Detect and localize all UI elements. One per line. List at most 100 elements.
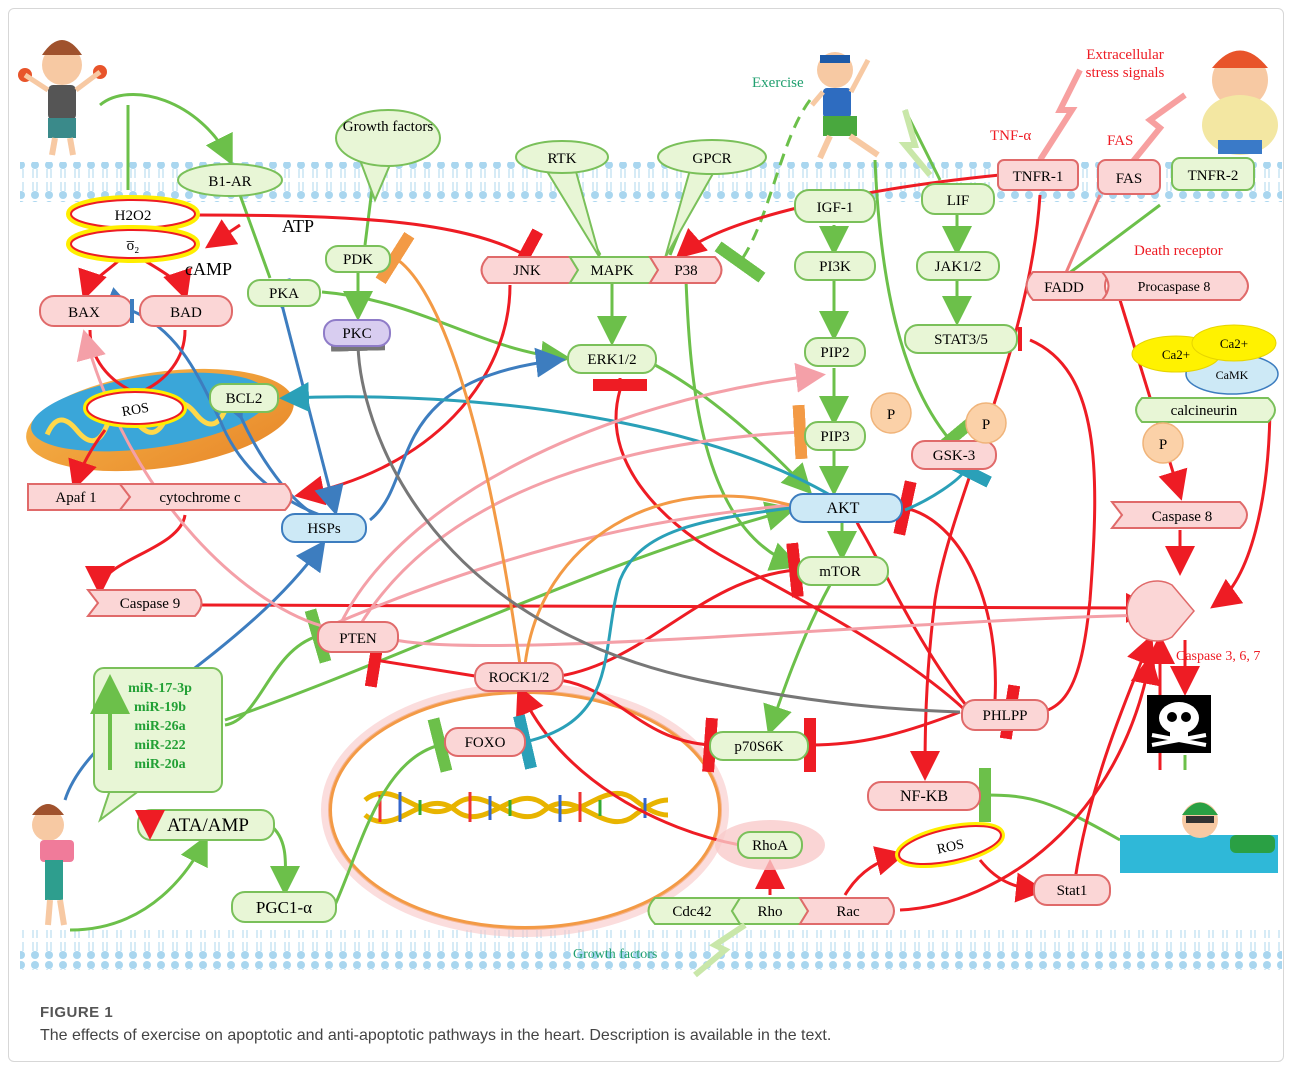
node-rac: Rac (798, 897, 895, 925)
node-p-c: P (1142, 422, 1184, 464)
mirna-2: miR-26a (134, 719, 185, 734)
svg-text:FOXO: FOXO (465, 735, 506, 751)
node-gpcr: GPCR (657, 139, 767, 259)
lightning-icon (693, 922, 747, 978)
svg-text:cytochrome c: cytochrome c (159, 490, 241, 506)
svg-text:BAD: BAD (170, 305, 202, 321)
node-lif: LIF (921, 183, 995, 215)
svg-text:Ca2+: Ca2+ (1220, 336, 1248, 351)
svg-text:mTOR: mTOR (819, 564, 860, 580)
node-tnfr1: TNFR-1 (997, 159, 1079, 191)
node-tnfr2: TNFR-2 (1171, 157, 1255, 191)
svg-text:FAS: FAS (1116, 171, 1142, 187)
svg-text:AKT: AKT (827, 500, 860, 517)
svg-text:Rho: Rho (757, 904, 782, 920)
node-pi3k: PI3K (794, 251, 876, 281)
node-bax: BAX (39, 295, 133, 327)
node-procaspase8: Procaspase 8 (1099, 271, 1249, 301)
node-caspase367: Caspase 3, 6, 7 (1126, 580, 1260, 664)
svg-text:JAK1/2: JAK1/2 (935, 259, 982, 275)
label-exercise: Exercise (752, 75, 804, 91)
node-b1ar: B1-AR (177, 163, 283, 197)
overweight-person-icon (1202, 50, 1278, 155)
node-cytc: cytochrome c (117, 483, 293, 511)
node-ata-amp: ATA/AMP (135, 809, 275, 841)
mirna-callout: miR-17-3p miR-19b miR-26a miR-222 miR-20… (90, 667, 223, 823)
node-p38: P38 (648, 256, 723, 284)
label-death-receptor: Death receptor (1134, 243, 1223, 259)
svg-text:ERK1/2: ERK1/2 (587, 352, 636, 368)
node-pten: PTEN (317, 621, 399, 653)
label-caspase367: Caspase 3, 6, 7 (1176, 649, 1260, 664)
node-ros-mito: ROS (83, 388, 187, 428)
stretching-person-icon (810, 52, 880, 160)
svg-text:TNFR-2: TNFR-2 (1188, 168, 1239, 184)
dumbbell-person-icon (18, 40, 107, 156)
svg-text:RTK: RTK (547, 151, 576, 167)
svg-text:ROS: ROS (936, 837, 966, 857)
node-gsk3: GSK-3 (911, 440, 997, 470)
node-casp9: Caspase 9 (85, 589, 203, 617)
node-pip3: PIP3 (804, 421, 866, 451)
label-o2: o̅₂ (126, 238, 139, 254)
svg-text:Ca2+: Ca2+ (1162, 347, 1190, 362)
node-jnk: JNK (480, 256, 580, 284)
svg-text:Caspase 8: Caspase 8 (1152, 509, 1212, 525)
node-growth-factors-top: Growth factors (335, 109, 441, 203)
node-phlpp: PHLPP (961, 699, 1049, 731)
nucleus-oval (328, 690, 722, 930)
node-igf1: IGF-1 (794, 189, 876, 223)
label-growth-factors-bottom: Growth factors (573, 947, 657, 962)
svg-text:STAT3/5: STAT3/5 (934, 332, 988, 348)
svg-text:p70S6K: p70S6K (734, 739, 783, 755)
node-calcineurin: calcineurin (1135, 397, 1276, 423)
svg-text:P: P (887, 407, 895, 423)
node-rock: ROCK1/2 (474, 662, 564, 692)
node-jak: JAK1/2 (916, 251, 1000, 281)
svg-text:P: P (1159, 437, 1167, 453)
mirna-0: miR-17-3p (128, 681, 192, 696)
node-fas: FAS (1097, 159, 1161, 195)
label-atp: ATP (282, 216, 314, 236)
label-fas-signal: FAS (1107, 133, 1133, 149)
node-p70s6k: p70S6K (709, 731, 809, 761)
svg-text:PHLPP: PHLPP (982, 708, 1027, 724)
svg-text:Caspase 9: Caspase 9 (120, 596, 180, 612)
svg-text:GSK-3: GSK-3 (933, 448, 976, 464)
lightning-icon (1037, 68, 1083, 162)
label-extracellular: Extracellular stress signals (1085, 47, 1165, 81)
node-akt: AKT (789, 493, 903, 523)
pathway-diagram: B1-AR H2O2 o̅₂ ATP cAMP BAX BAD PKA Grow… (18, 40, 1282, 978)
node-p-a: P (870, 392, 912, 434)
node-pip2: PIP2 (804, 337, 866, 367)
svg-text:ROS: ROS (121, 401, 150, 421)
node-erk: ERK1/2 (567, 344, 657, 374)
lightning-icon (1127, 92, 1187, 167)
node-bad: BAD (139, 295, 233, 327)
svg-text:FADD: FADD (1044, 280, 1084, 296)
mirna-4: miR-20a (134, 757, 185, 772)
svg-text:PIP2: PIP2 (820, 345, 849, 361)
svg-text:PIP3: PIP3 (820, 429, 849, 445)
node-pkc: PKC (323, 319, 391, 347)
label-h2o2: H2O2 (115, 208, 152, 224)
svg-text:PKA: PKA (269, 286, 299, 302)
label-tnfa: TNF-α (990, 128, 1031, 144)
svg-text:P: P (982, 417, 990, 433)
tired-person-icon (32, 804, 74, 926)
skull-icon (1147, 695, 1211, 753)
svg-text:IGF-1: IGF-1 (817, 200, 854, 216)
svg-text:CaMK: CaMK (1216, 368, 1249, 382)
svg-text:PDK: PDK (343, 252, 373, 268)
svg-text:PI3K: PI3K (819, 259, 851, 275)
node-ros-b: ROS (895, 821, 1005, 869)
svg-text:JNK: JNK (513, 263, 541, 279)
svg-text:Procaspase 8: Procaspase 8 (1138, 280, 1211, 295)
svg-text:GPCR: GPCR (692, 151, 731, 167)
svg-text:Cdc42: Cdc42 (672, 904, 711, 920)
swimmer-icon (1120, 802, 1278, 873)
node-stat35: STAT3/5 (904, 324, 1018, 354)
svg-text:calcineurin: calcineurin (1171, 403, 1238, 419)
lightning-icon (898, 109, 933, 177)
node-pdk: PDK (325, 245, 391, 273)
